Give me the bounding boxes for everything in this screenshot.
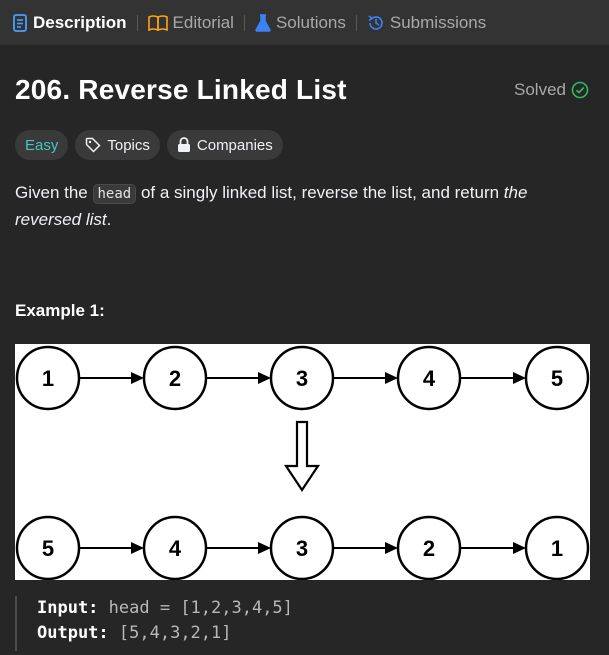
down-arrow-icon xyxy=(283,420,321,492)
arrowhead-icon xyxy=(513,372,526,384)
output-value: [5,4,3,2,1] xyxy=(118,623,232,643)
node-value: 1 xyxy=(42,366,54,391)
description-icon xyxy=(12,13,28,32)
input-value: head = [1,2,3,4,5] xyxy=(108,598,293,618)
page-title: 206. Reverse Linked List xyxy=(15,74,347,105)
description-emphasis: the reversed list xyxy=(15,183,528,229)
tab-divider xyxy=(136,14,138,31)
check-circle-icon xyxy=(571,81,589,99)
node-value: 2 xyxy=(423,536,435,561)
list-node xyxy=(524,515,590,581)
tab-editorial[interactable]: Editorial xyxy=(147,12,234,33)
output-label: Output: xyxy=(37,623,109,643)
tab-divider xyxy=(355,14,357,31)
inline-code: head xyxy=(92,184,137,204)
node-value: 3 xyxy=(296,366,308,391)
tab-label: Editorial xyxy=(172,12,234,32)
tab-bar: Description Editorial Solutions Submissi… xyxy=(0,0,609,45)
node-value: 2 xyxy=(169,366,181,391)
tab-divider xyxy=(243,14,245,31)
tab-label: Submissions xyxy=(389,12,487,32)
solved-status: Solved xyxy=(514,80,589,100)
difficulty-badge[interactable]: Easy xyxy=(15,130,69,160)
input-line: Input: head = [1,2,3,4,5] xyxy=(37,596,595,621)
output-line: Output: [5,4,3,2,1] xyxy=(37,621,595,646)
example-title: Example 1: xyxy=(15,301,105,320)
problem-description: Given the head of a singly linked list, … xyxy=(15,180,595,233)
tab-submissions[interactable]: Submissions xyxy=(367,13,486,33)
companies-label: Companies xyxy=(196,136,273,154)
input-label: Input: xyxy=(37,598,99,618)
tab-label: Description xyxy=(33,12,127,32)
description-text: . xyxy=(106,210,112,229)
node-value: 1 xyxy=(551,536,563,561)
reversed-list: 5 4 3 2 1 xyxy=(15,515,590,581)
arrowhead-icon xyxy=(513,542,526,554)
linked-list-diagram: 1 2 3 4 5 5 4 3 2 1 xyxy=(15,345,590,581)
tab-label: Solutions xyxy=(275,12,346,32)
arrowhead-icon xyxy=(385,542,398,554)
example-io: Input: head = [1,2,3,4,5] Output: [5,4,3… xyxy=(15,596,595,651)
solved-label: Solved xyxy=(514,80,566,99)
flask-icon xyxy=(255,13,271,32)
tab-solutions[interactable]: Solutions xyxy=(255,13,346,33)
topics-button[interactable]: Topics xyxy=(75,130,160,160)
node-value: 5 xyxy=(42,536,54,561)
arrowhead-icon xyxy=(258,372,271,384)
example-figure: 1 2 3 4 5 5 4 3 2 1 xyxy=(15,344,590,581)
description-text: Given the xyxy=(15,183,93,202)
node-value: 5 xyxy=(551,366,563,391)
description-text: of a singly linked list, reverse the lis… xyxy=(136,183,504,202)
arrowhead-icon xyxy=(131,372,144,384)
difficulty-label: Easy xyxy=(25,136,59,154)
companies-button[interactable]: Companies xyxy=(166,130,283,160)
tab-description[interactable]: Description xyxy=(12,13,127,33)
original-list: 1 2 3 4 5 xyxy=(15,345,590,411)
tag-pills: Easy Topics Companies xyxy=(15,130,283,160)
lock-icon xyxy=(177,137,191,153)
arrowhead-icon xyxy=(131,542,144,554)
history-icon xyxy=(367,14,385,32)
node-value: 4 xyxy=(169,536,182,561)
node-value: 4 xyxy=(423,366,436,391)
arrowhead-icon xyxy=(385,372,398,384)
book-icon xyxy=(147,14,168,31)
arrowhead-icon xyxy=(258,542,271,554)
list-node xyxy=(524,345,590,411)
topics-label: Topics xyxy=(107,136,150,154)
tag-icon xyxy=(85,137,101,153)
node-value: 3 xyxy=(296,536,308,561)
